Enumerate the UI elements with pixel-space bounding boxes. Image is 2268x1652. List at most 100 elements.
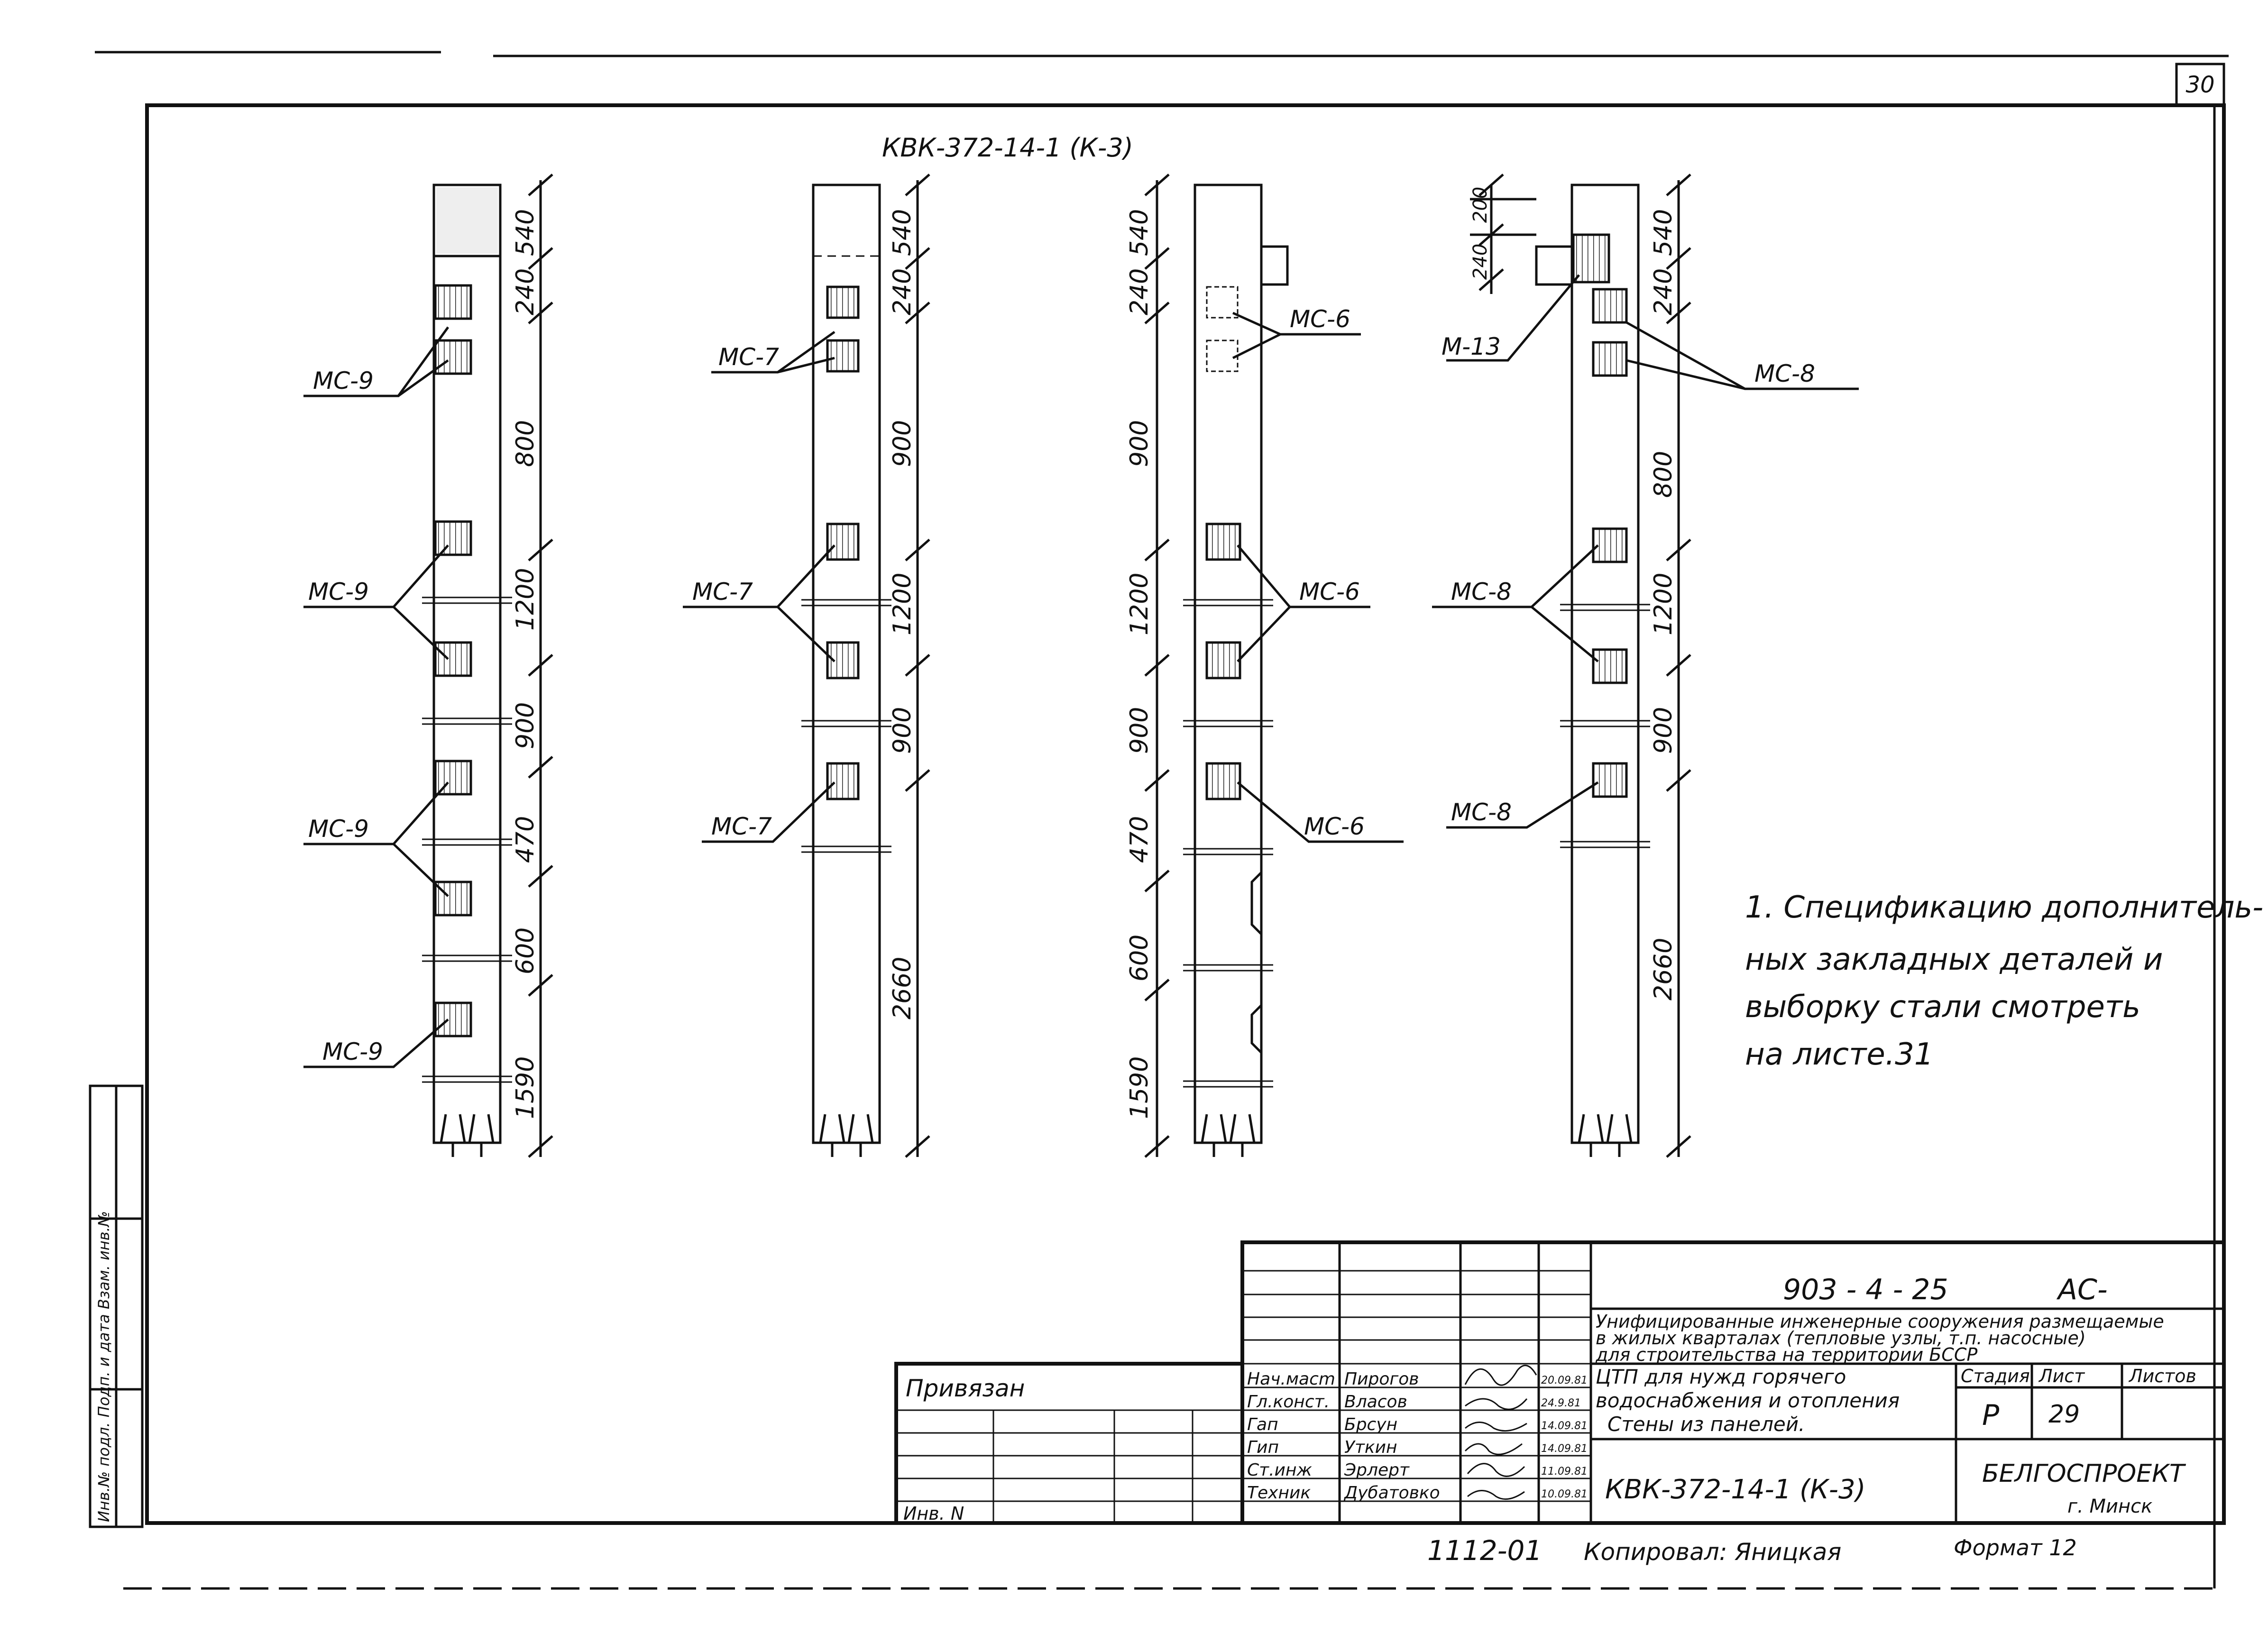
sig-role-6: Техник: [1247, 1483, 1311, 1503]
callout-col3-2: МС-6: [1304, 813, 1365, 840]
dim-col3-7: 1590: [1125, 1056, 1154, 1119]
sig-name-5: Эрлерт: [1344, 1460, 1410, 1480]
dim-col1-6: 600: [511, 927, 540, 974]
dim-col3-6: 600: [1125, 935, 1154, 982]
project-desc-1: Унифицированные инженерные сооружения ра…: [1596, 1311, 2164, 1332]
sheets-header: Листов: [2128, 1366, 2196, 1386]
callout-col1-1: МС-9: [308, 578, 369, 606]
callout-col4-3: МС-8: [1451, 798, 1512, 826]
note-line-1: 1. Спецификацию дополнитель-: [1745, 890, 2263, 925]
callout-col4-0: М-13: [1442, 333, 1501, 360]
sig-date-1: 20.09.81: [1541, 1375, 1588, 1386]
sig-role-3: Гап: [1247, 1415, 1278, 1434]
plate-mc8-3: [1592, 527, 1628, 563]
dim-col1-3: 1200: [511, 568, 540, 631]
callout-col4-2: МС-8: [1451, 578, 1512, 606]
wall-panel-1: 540 240 800 1200 900 470 600 1590 МС-9 М…: [303, 174, 553, 1158]
callout-col1-3: МС-9: [322, 1038, 383, 1065]
sheet-title-3: Стены из панелей.: [1607, 1413, 1805, 1436]
sig-date-3: 14.09.81: [1541, 1420, 1588, 1432]
drawing-code-block: КВК-372-14-1 (К-3): [1605, 1474, 1865, 1505]
dim-col4-1: 240: [1649, 268, 1678, 315]
plate-mc6-4: [1205, 641, 1241, 679]
plate-mc7-1: [826, 285, 860, 319]
dim-col3-2: 900: [1125, 420, 1154, 467]
sig-role-1: Нач.масm: [1247, 1369, 1335, 1389]
note-line-4: на листе.31: [1745, 1037, 1934, 1072]
org-city: г. Минск: [2067, 1496, 2152, 1517]
callout-col1-2: МС-9: [308, 815, 369, 843]
note-line-2: ных закладных деталей и: [1745, 942, 2163, 977]
project-code: 903 - 4 - 25: [1783, 1273, 1948, 1306]
dim-col1-0: 540: [511, 209, 540, 256]
dim-col2-5: 2660: [888, 957, 917, 1019]
dim-col4-2: 800: [1649, 451, 1678, 498]
sig-name-1: Пирогов: [1344, 1369, 1419, 1389]
sig-role-2: Гл.конст.: [1247, 1392, 1330, 1412]
dim-col4-3: 1200: [1649, 573, 1678, 635]
drawing-code-top: КВК-372-14-1 (К-3): [882, 133, 1133, 163]
sig-name-3: Брсун: [1344, 1415, 1397, 1434]
page-number: 30: [2185, 72, 2214, 98]
plate-mc6-2: [1206, 340, 1239, 372]
plate-mc7-3: [826, 523, 860, 561]
sheet-title-2: водоснабжения и отопления: [1596, 1389, 1900, 1412]
general-note: 1. Спецификацию дополнитель- ных закладн…: [1745, 890, 2263, 1072]
plate-mc8-1: [1592, 288, 1628, 324]
sig-name-4: Уткин: [1344, 1438, 1397, 1457]
page-number-box: 30: [2175, 63, 2225, 107]
side-stamp-text: Инв.№ подл. Подп. и дата Взам. инв.№: [95, 1211, 113, 1522]
dim-col2-2: 900: [888, 420, 917, 467]
dim-col1-1: 240: [511, 268, 540, 315]
footer-copied: Копировал: Яницкая: [1584, 1538, 1841, 1566]
top-rule: [95, 51, 2229, 57]
sig-date-4: 14.09.81: [1541, 1443, 1588, 1455]
sig-role-4: Гип: [1247, 1438, 1279, 1457]
plate-mc6-5: [1205, 762, 1241, 800]
callout-col2-2: МС-7: [711, 813, 772, 840]
plate-mc6-3: [1205, 523, 1241, 561]
dim-col2-4: 900: [888, 707, 917, 754]
org-name: БЕЛГОСПРОЕКТ: [1982, 1459, 2186, 1488]
sig-date-2: 24.9.81: [1541, 1397, 1581, 1409]
callout-col2-1: МС-7: [692, 578, 753, 606]
stage-value: Р: [1982, 1399, 2000, 1432]
dim-col1-2: 800: [511, 420, 540, 467]
small-dim-col4-0: 200: [1469, 187, 1491, 223]
sig-name-6: Дубатовко: [1343, 1483, 1440, 1503]
note-line-3: выборку стали смотреть: [1745, 990, 2140, 1025]
footer-format: Формат 12: [1954, 1535, 2077, 1560]
sig-date-6: 10.09.81: [1541, 1488, 1588, 1500]
wall-panel-4: 200 240 540 240 800 1200 900 2660 М-13 М…: [1432, 174, 1859, 1158]
tied-label: Привязан: [906, 1375, 1025, 1402]
plate-m13: [1572, 233, 1610, 284]
wall-panel-2: 540 240 900 1200 900 2660 МС-7 МС-7 МС-7: [683, 174, 930, 1158]
sig-date-5: 11.09.81: [1541, 1466, 1588, 1478]
dim-col3-4: 900: [1125, 707, 1154, 754]
plate-mc6-1: [1206, 286, 1239, 319]
plate-mc8-4: [1592, 648, 1628, 684]
dim-col3-1: 240: [1125, 268, 1154, 315]
plate-mc9-6: [434, 881, 472, 917]
dim-col4-4: 900: [1649, 707, 1678, 754]
footer-number: 1112-01: [1427, 1534, 1542, 1567]
sig-role-5: Ст.инж: [1247, 1460, 1312, 1480]
plate-mc7-2: [826, 339, 860, 373]
small-dim-col4-1: 240: [1469, 244, 1491, 280]
dim-col1-7: 1590: [511, 1056, 540, 1119]
stage-header: Стадия: [1961, 1366, 2030, 1386]
signature-table: Нач.масm Пирогов 20.09.81 Гл.конст. Влас…: [1247, 1365, 1588, 1503]
callout-col3-0: МС-6: [1290, 305, 1350, 333]
project-desc-2: в жилых кварталах (тепловые узлы, т.п. н…: [1596, 1328, 2086, 1349]
callout-col4-1: МС-8: [1754, 360, 1815, 387]
wall-panel-3: 540 240 900 1200 900 470 600 1590 МС-6 М…: [1125, 174, 1404, 1158]
plate-mc8-2: [1592, 341, 1628, 377]
dim-col2-0: 540: [888, 209, 917, 256]
set-code: АС-: [2056, 1273, 2108, 1306]
plate-mc9-1: [434, 284, 472, 320]
plate-mc9-4: [434, 641, 472, 677]
dim-col4-0: 540: [1649, 209, 1678, 256]
dim-col1-4: 900: [511, 702, 540, 749]
dim-col2-3: 1200: [888, 573, 917, 635]
